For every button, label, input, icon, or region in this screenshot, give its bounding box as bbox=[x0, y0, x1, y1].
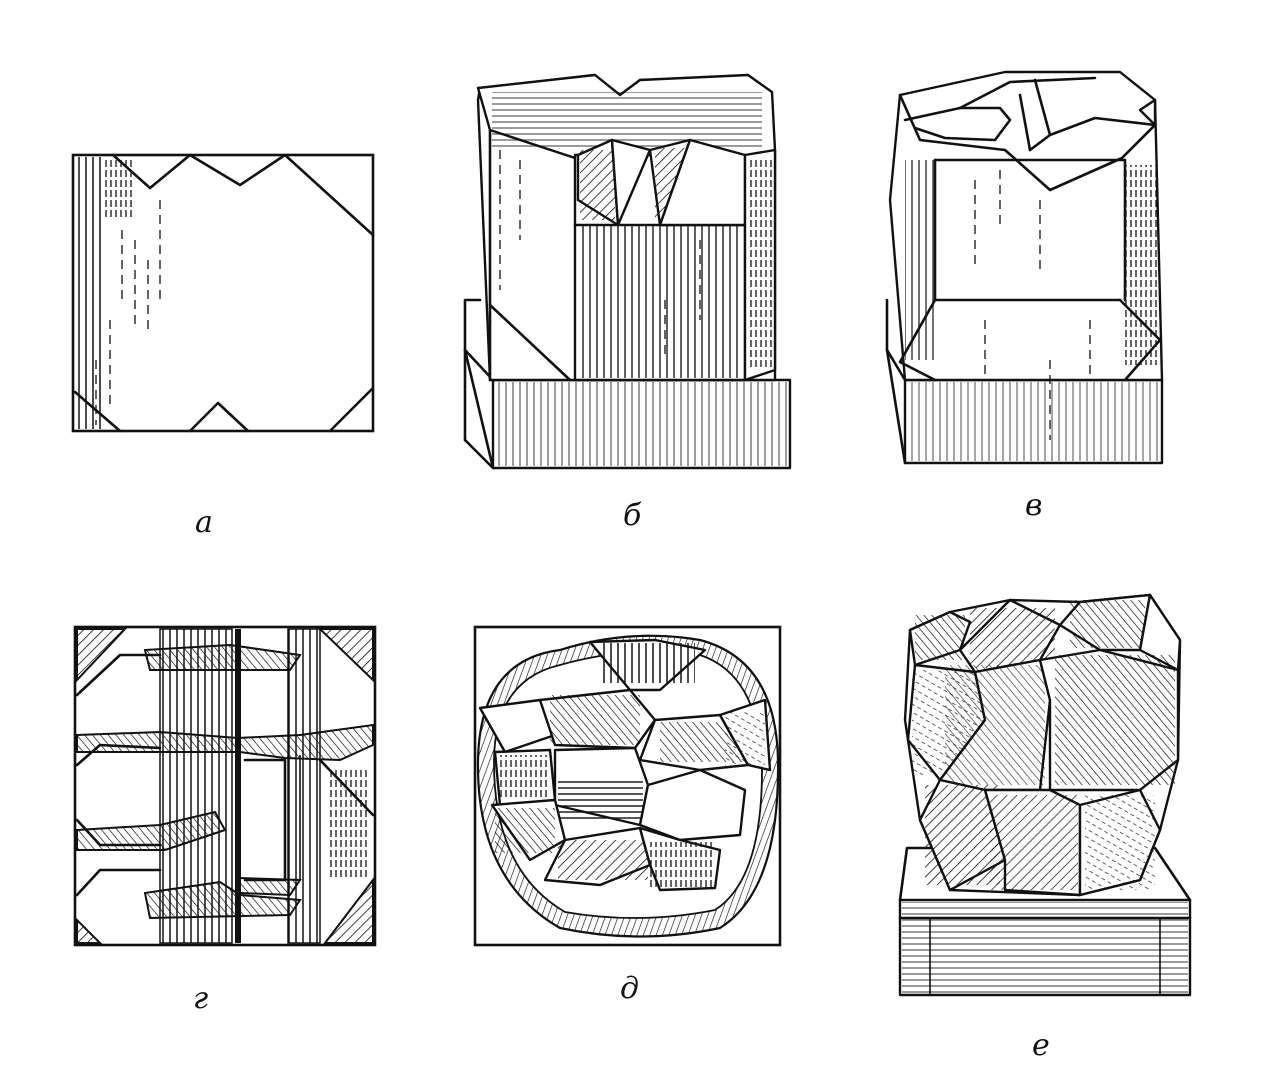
panel-label-e: е bbox=[1032, 1028, 1050, 1063]
panel-g-drawing bbox=[73, 625, 377, 947]
panel-v-drawing bbox=[885, 70, 1164, 465]
panel-label-a: а bbox=[195, 505, 213, 540]
panel-label-d: д bbox=[620, 971, 639, 1006]
panel-label-b: б bbox=[623, 498, 642, 533]
panel-label-v: в bbox=[1025, 488, 1042, 523]
panel-d-drawing bbox=[473, 625, 782, 947]
panel-label-g: г bbox=[193, 981, 208, 1016]
panel-e-drawing bbox=[898, 593, 1192, 997]
panel-a-drawing bbox=[71, 153, 375, 433]
panel-b-drawing bbox=[463, 73, 792, 470]
